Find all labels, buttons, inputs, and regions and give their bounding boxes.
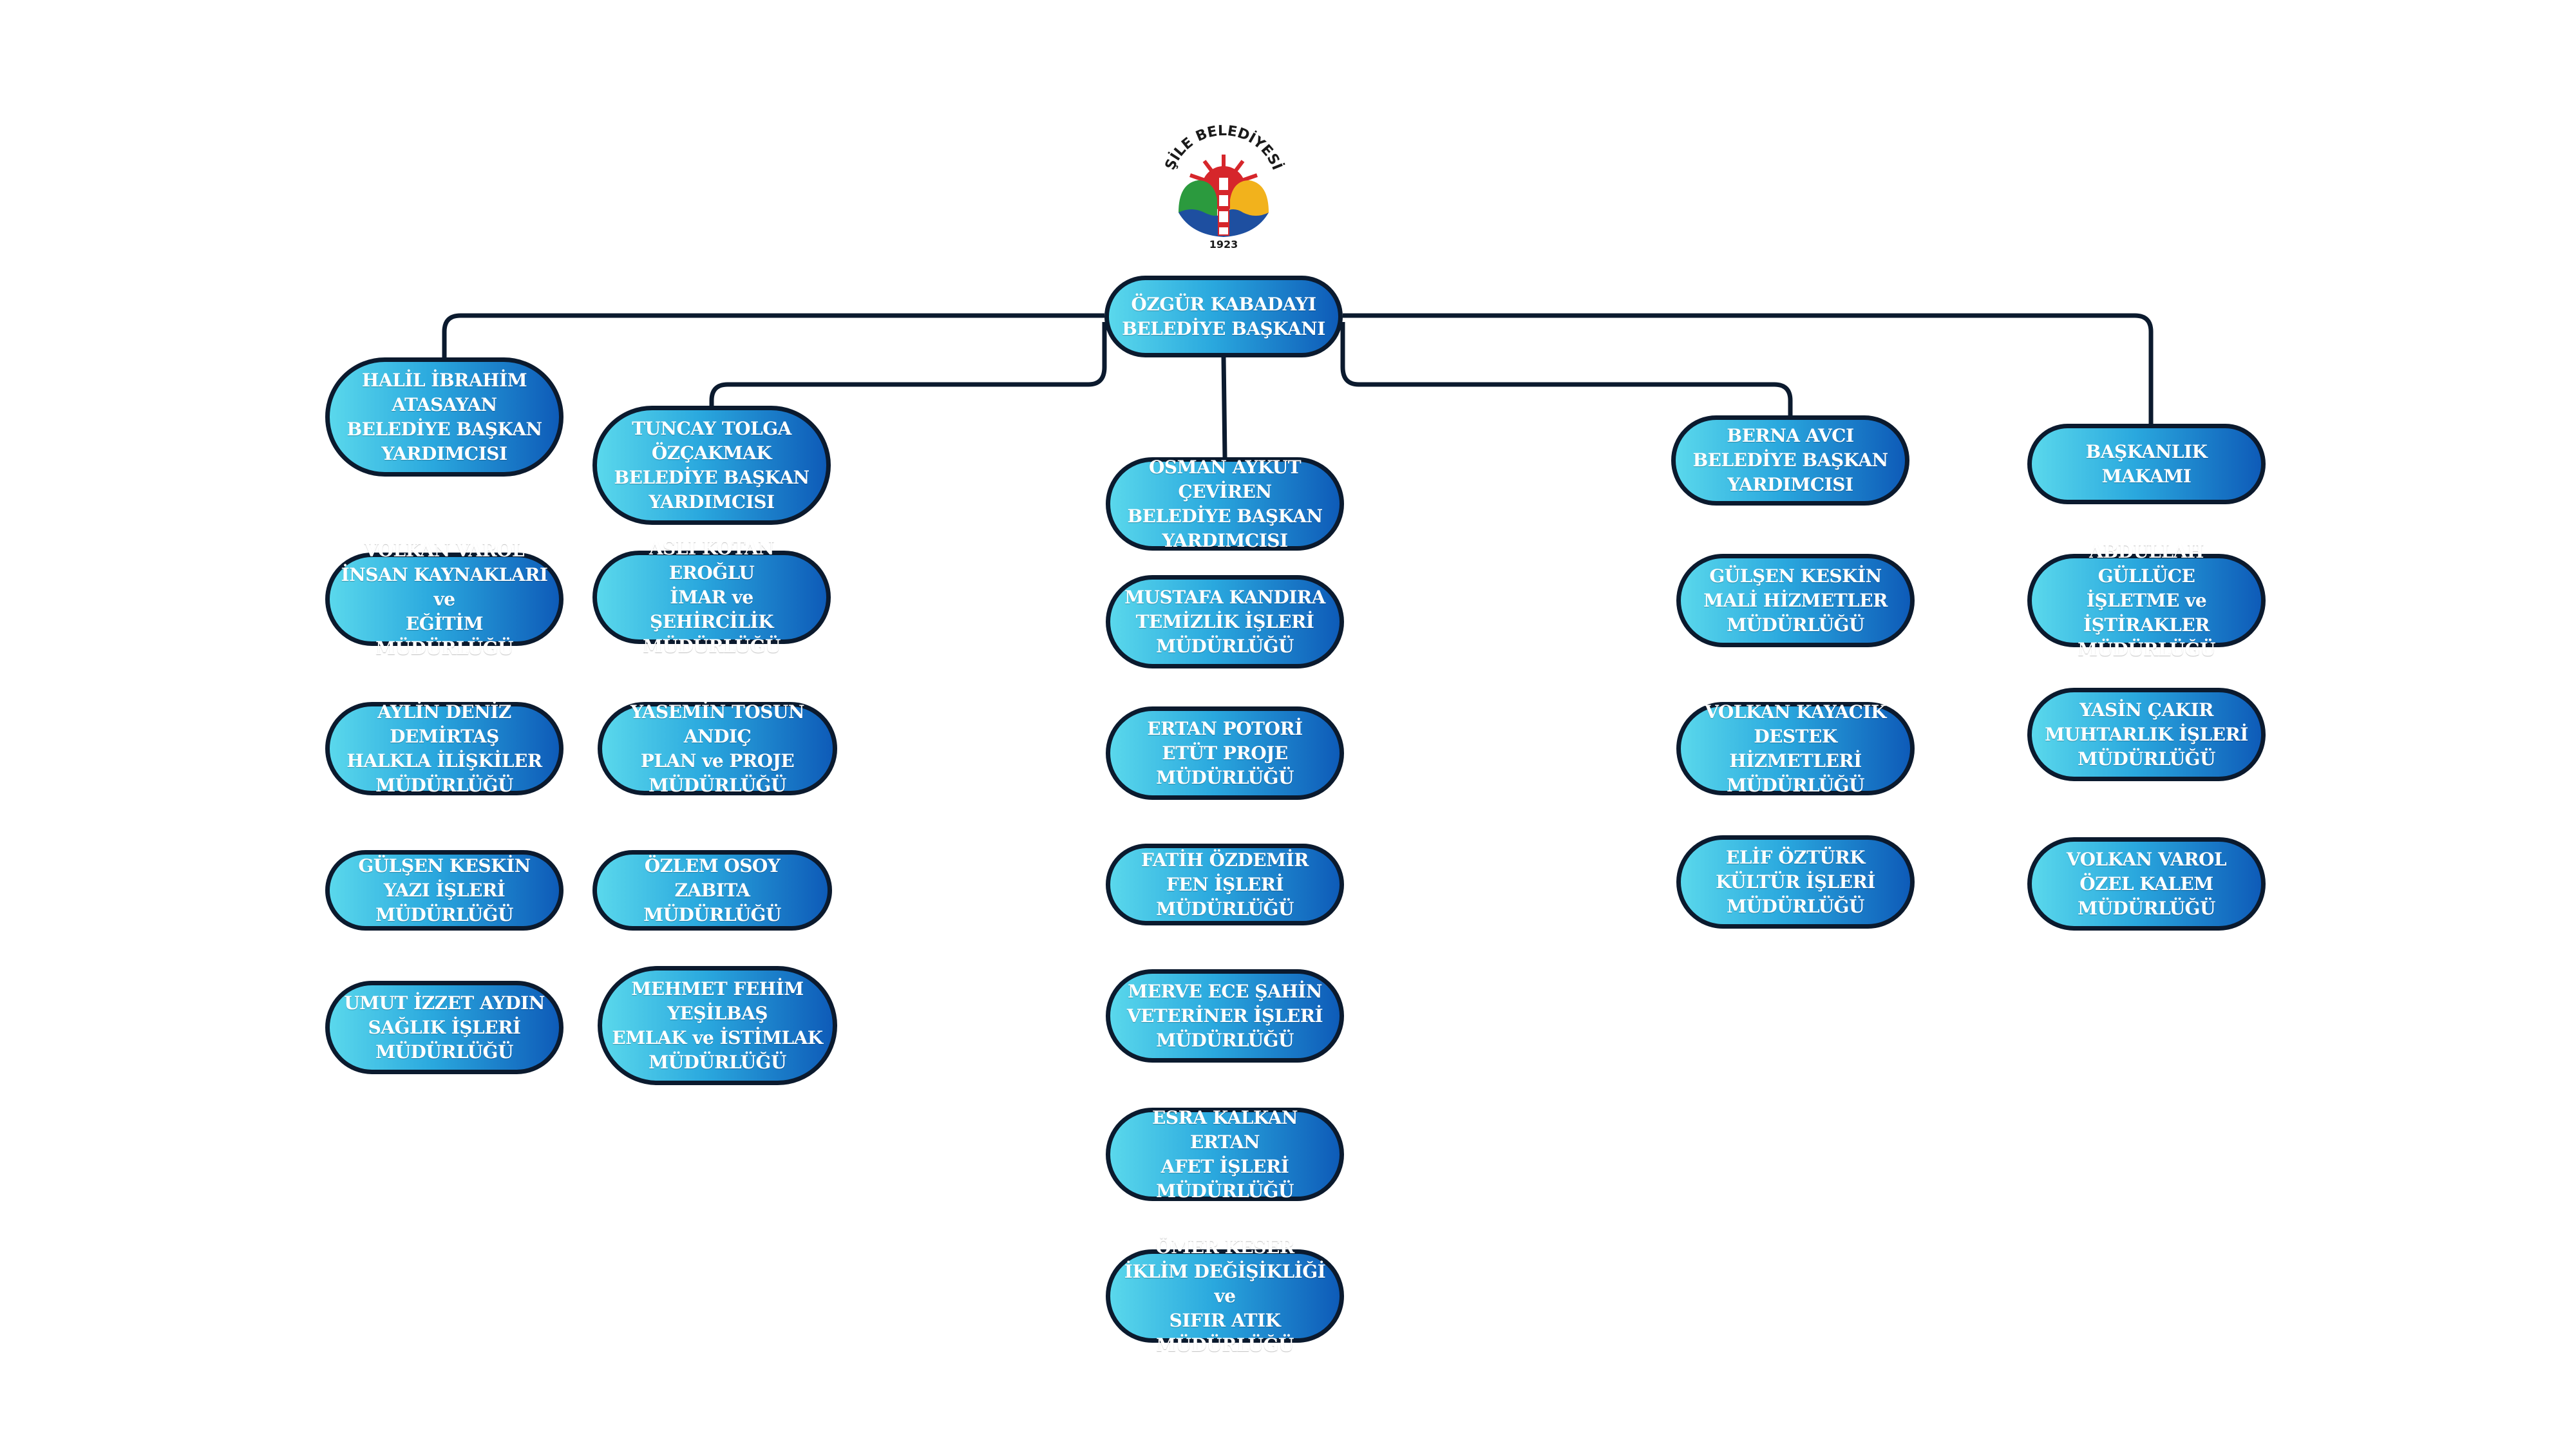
node-halkla-iliskiler: AYLİN DENİZ DEMİRTAŞ HALKLA İLİŞKİLER MÜ… [325, 701, 564, 796]
node-temizlik-isleri: MUSTAFA KANDIRA TEMİZLİK İŞLERİ MÜDÜRLÜĞ… [1106, 575, 1344, 668]
node-emlak-istimlak: MEHMET FEHİM YEŞİLBAŞ EMLAK ve İSTİMLAK … [598, 966, 837, 1085]
node-destek-hizmetleri: VOLKAN KAYACIK DESTEK HİZMETLERİ MÜDÜRLÜ… [1676, 701, 1915, 796]
node-fen-isleri: FATİH ÖZDEMİR FEN İŞLERİ MÜDÜRLÜĞÜ [1106, 844, 1344, 925]
connector-mayor-left [442, 313, 1104, 357]
node-etut-proje: ERTAN POTORİ ETÜT PROJE MÜDÜRLÜĞÜ [1106, 706, 1344, 800]
node-deputy-tuncay: TUNCAY TOLGA ÖZÇAKMAK BELEDİYE BAŞKAN YA… [592, 406, 831, 525]
sile-belediyesi-logo: ŞİLE BELEDİYESİ 1923 [1162, 123, 1285, 251]
node-muhtarlik-isleri: YASİN ÇAKIR MUHTARLIK İŞLERİ MÜDÜRLÜĞÜ [2027, 688, 2266, 781]
node-imar-sehircilik: ASLI KOTAN EROĞLU İMAR ve ŞEHİRCİLİK MÜD… [592, 538, 831, 657]
node-deputy-halil: HALİL İBRAHİM ATASAYAN BELEDİYE BAŞKAN Y… [325, 357, 564, 477]
node-deputy-osman: OSMAN AYKUT ÇEVİREN BELEDİYE BAŞKAN YARD… [1106, 457, 1344, 551]
node-kultur-isleri: ELİF ÖZTÜRK KÜLTÜR İŞLERİ MÜDÜRLÜĞÜ [1676, 835, 1915, 929]
node-plan-proje: YASEMİN TOSUN ANDIÇ PLAN ve PROJE MÜDÜRL… [598, 701, 837, 796]
connector-mayor-berna [1340, 322, 1793, 415]
node-veteriner-isleri: MERVE ECE ŞAHİN VETERİNER İŞLERİ MÜDÜRLÜ… [1106, 969, 1344, 1063]
node-saglik-isleri: UMUT İZZET AYDIN SAĞLIK İŞLERİ MÜDÜRLÜĞÜ [325, 981, 564, 1074]
node-baskanlik-makami: BAŞKANLIK MAKAMI [2027, 424, 2266, 504]
node-deputy-berna: BERNA AVCI BELEDİYE BAŞKAN YARDIMCISI [1671, 415, 1909, 506]
connector-mayor-right [1343, 313, 2154, 425]
node-isletme-istirakler: ABDULLAH GÜLLÜCE İŞLETME ve İŞTİRAKLER M… [2027, 541, 2266, 660]
node-zabita: ÖZLEM OSOY ZABITA MÜDÜRLÜĞÜ [592, 850, 832, 931]
node-afet-isleri: ESRA KALKAN ERTAN AFET İŞLERİ MÜDÜRLÜĞÜ [1106, 1107, 1344, 1202]
connector-mayor-osman [1221, 357, 1227, 458]
node-insan-kaynaklari: VOLKAN VAROL İNSAN KAYNAKLARI ve EĞİTİM … [325, 540, 564, 659]
node-mali-hizmetler: GÜLŞEN KESKİN MALİ HİZMETLER MÜDÜRLÜĞÜ [1676, 554, 1915, 647]
node-mayor: ÖZGÜR KABADAYI BELEDİYE BAŞKANI [1104, 276, 1343, 357]
svg-text:1923: 1923 [1209, 238, 1238, 251]
connector-mayor-tuncay [709, 322, 1107, 406]
node-yazi-isleri: GÜLŞEN KESKİN YAZI İŞLERİ MÜDÜRLÜĞÜ [325, 850, 564, 931]
node-ozel-kalem: VOLKAN VAROL ÖZEL KALEM MÜDÜRLÜĞÜ [2027, 837, 2266, 931]
node-iklim-sifir-atik: ÖMER KESER İKLİM DEĞİŞİKLİĞİ ve SIFIR AT… [1106, 1236, 1344, 1356]
